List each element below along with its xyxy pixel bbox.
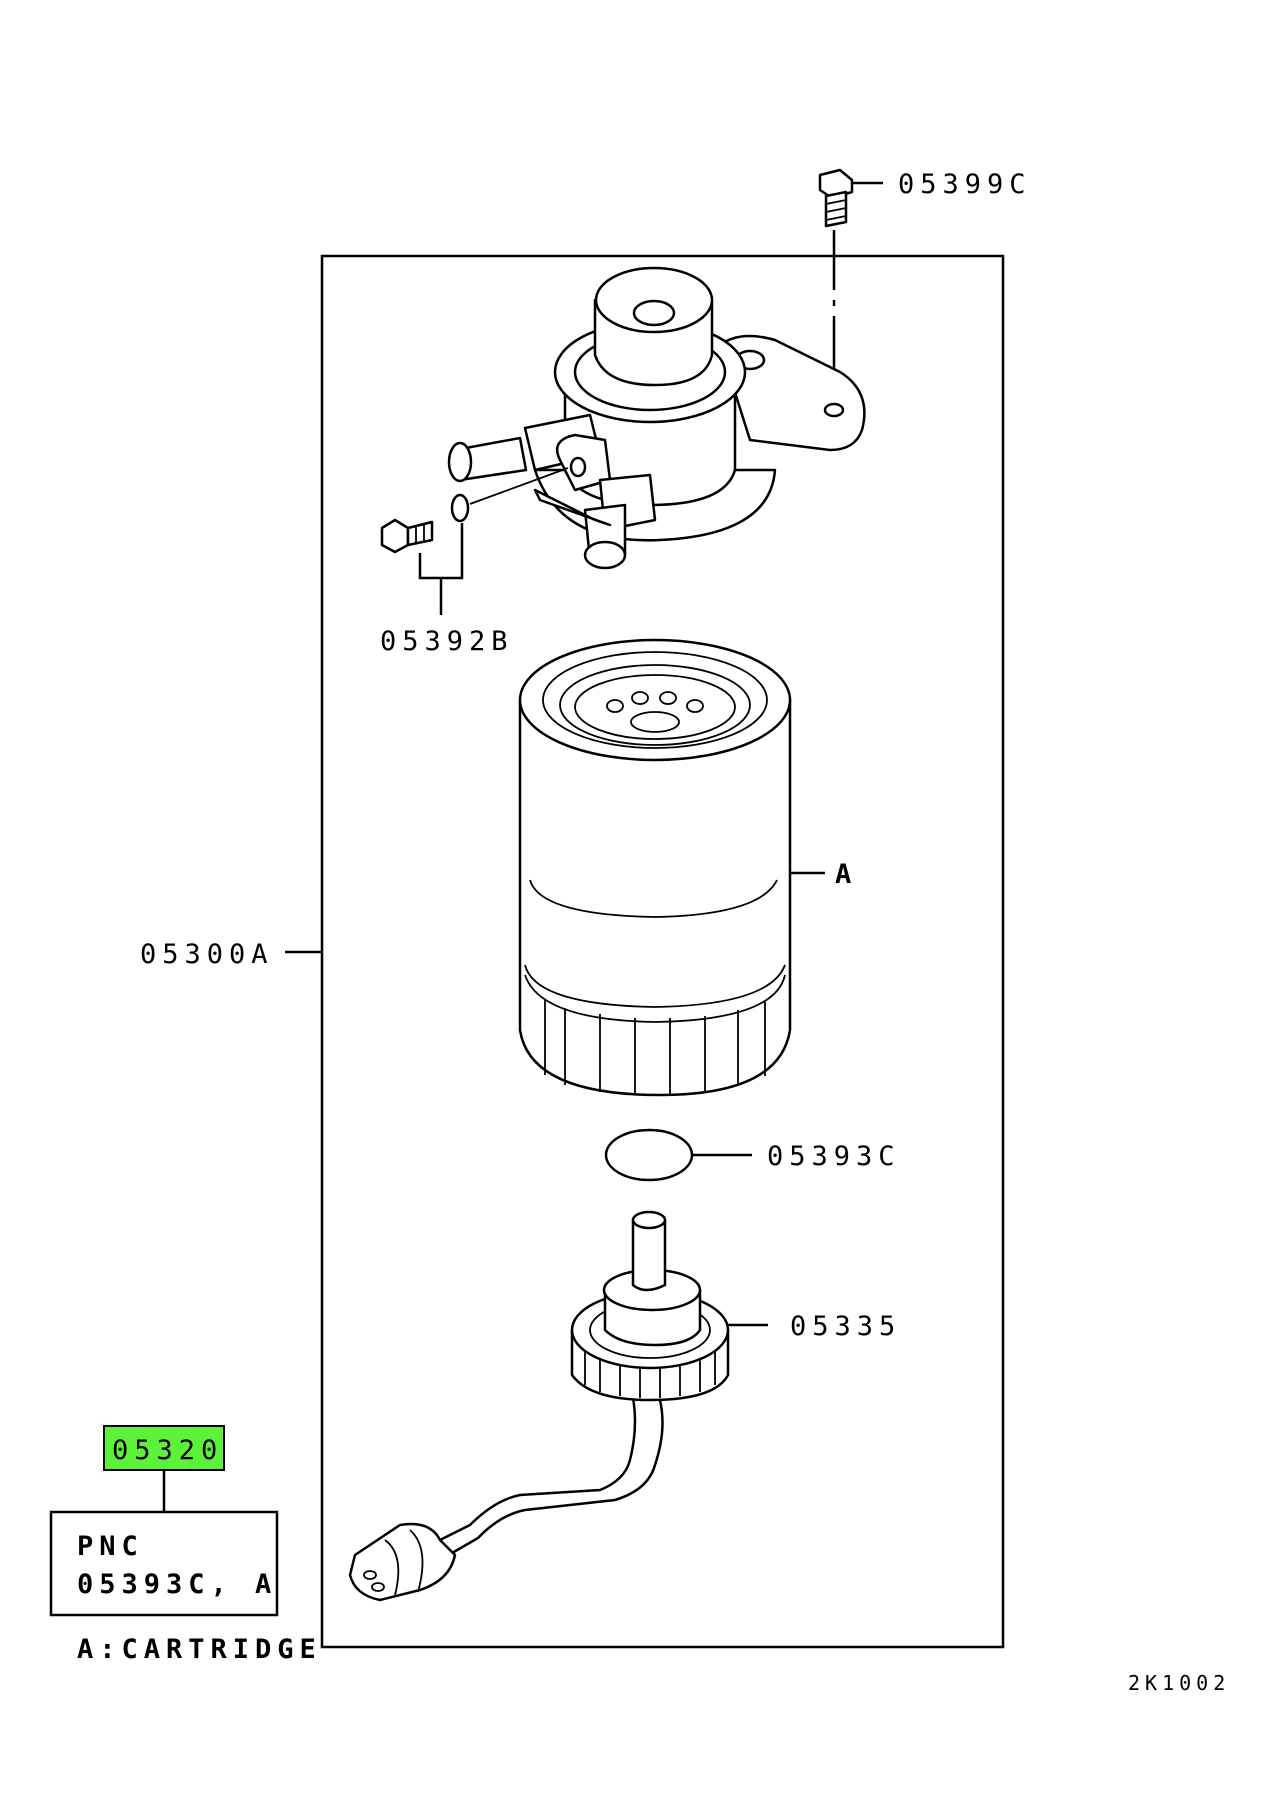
label-o-ring[interactable]: 05393C (767, 1141, 901, 1172)
pnc-box (49, 1510, 279, 1617)
cartridge-icon (518, 638, 792, 1097)
leader-washer (469, 467, 569, 505)
pnc-value: 05393C, A (77, 1569, 277, 1600)
label-highlight[interactable]: 05320 (112, 1435, 223, 1466)
label-sensor[interactable]: 05335 (790, 1311, 901, 1342)
filter-head-icon (447, 266, 866, 570)
label-cartridge[interactable]: A (835, 859, 857, 890)
label-bolt-washer[interactable]: 05392B (380, 626, 514, 657)
label-assembly[interactable]: 05300A (140, 939, 274, 970)
label-bolt-top[interactable]: 05399C (898, 169, 1032, 200)
pnc-title: PNC (77, 1531, 144, 1562)
small-bolt-icon (380, 518, 434, 554)
diagram-code: 2K1002 (1128, 1671, 1230, 1695)
bracket-bolt-washer (418, 523, 464, 615)
washer-icon (450, 493, 470, 523)
o-ring-icon (604, 1128, 694, 1182)
bolt-top-icon (818, 168, 854, 228)
sensor-icon (348, 1210, 730, 1602)
legend-cartridge: A:CARTRIDGE (77, 1634, 322, 1665)
